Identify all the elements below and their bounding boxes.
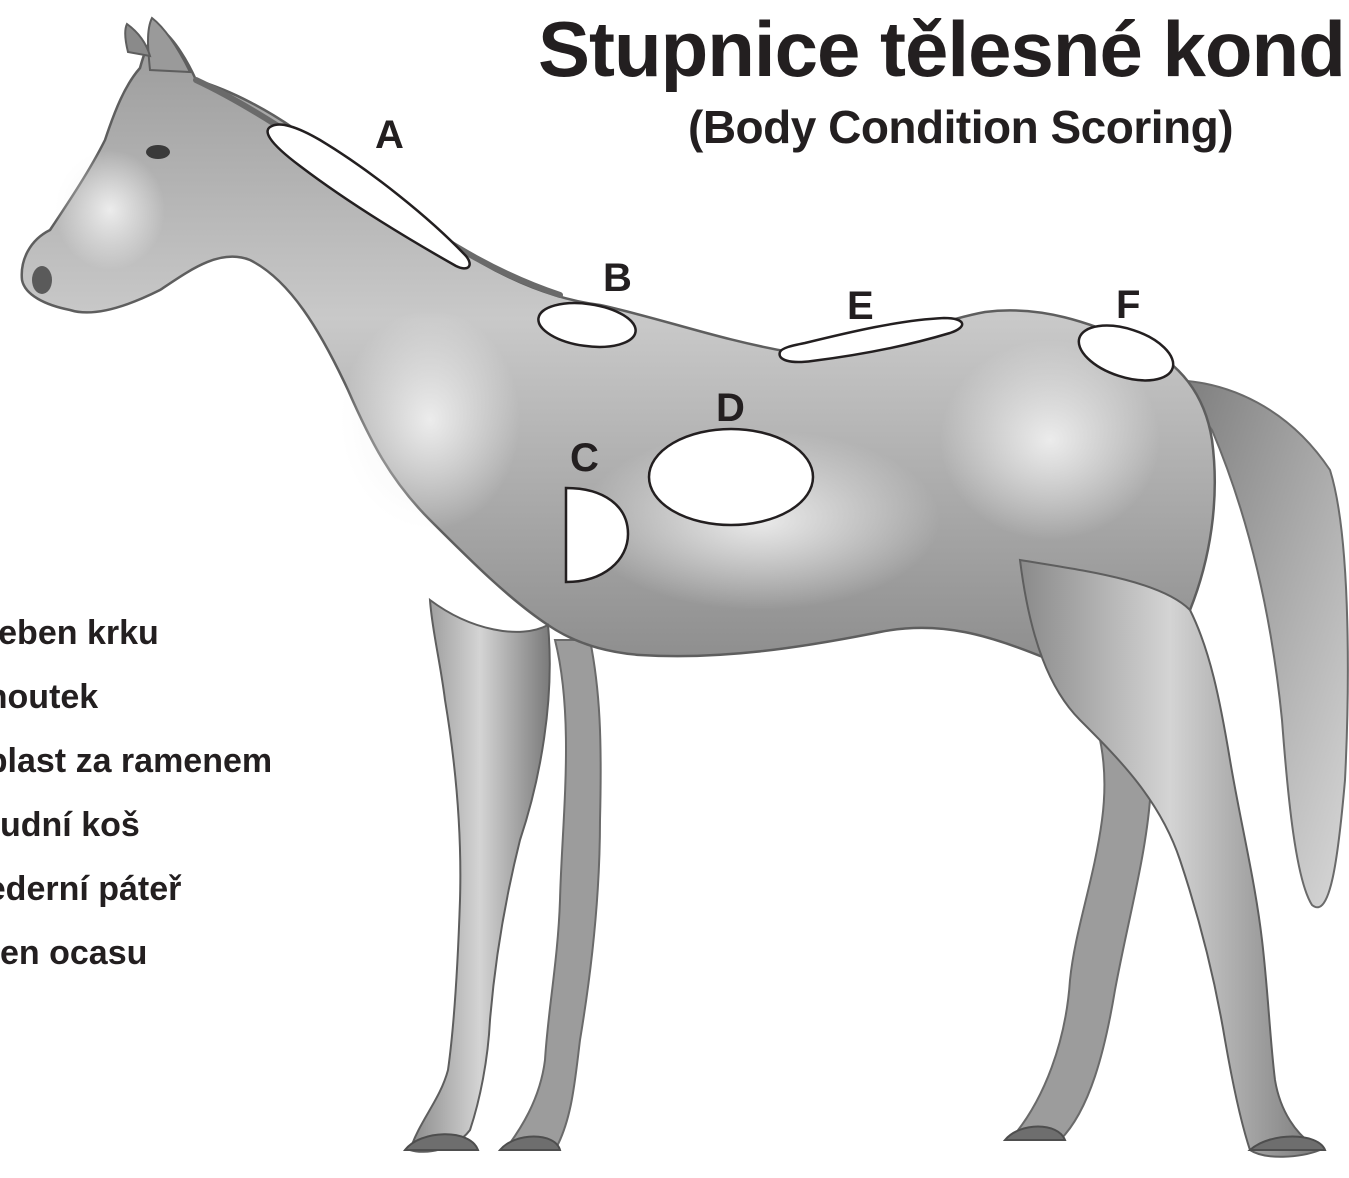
- region-label-e: E: [847, 286, 874, 326]
- horse-shoulder-highlight: [340, 310, 520, 530]
- horse-near-foreleg: [410, 600, 550, 1152]
- legend-item-f: ořen ocasu: [0, 929, 272, 993]
- region-label-a: A: [375, 115, 404, 155]
- legend-item-b: ohoutek: [0, 673, 272, 737]
- region-label-d: D: [716, 388, 745, 428]
- region-label-b: B: [603, 258, 632, 298]
- horse-ear: [125, 24, 150, 56]
- page-subtitle: (Body Condition Scoring): [688, 104, 1233, 150]
- legend-item-d: hrudní koš: [0, 801, 272, 865]
- legend-item-a: ěřeben krku: [0, 609, 272, 673]
- region-marker-d: [649, 429, 813, 525]
- region-legend: ěřeben krku ohoutek oblast za ramenem hr…: [0, 609, 272, 993]
- horse-eye: [146, 145, 170, 159]
- region-label-c: C: [570, 438, 599, 478]
- horse-face-highlight: [55, 150, 165, 270]
- legend-item-c: oblast za ramenem: [0, 737, 272, 801]
- horse-ear: [148, 18, 190, 72]
- page-title: Stupnice tělesné kondic: [538, 10, 1349, 88]
- region-label-f: F: [1116, 285, 1140, 325]
- horse-nostril: [32, 266, 52, 294]
- legend-item-e: dederní páteř: [0, 865, 272, 929]
